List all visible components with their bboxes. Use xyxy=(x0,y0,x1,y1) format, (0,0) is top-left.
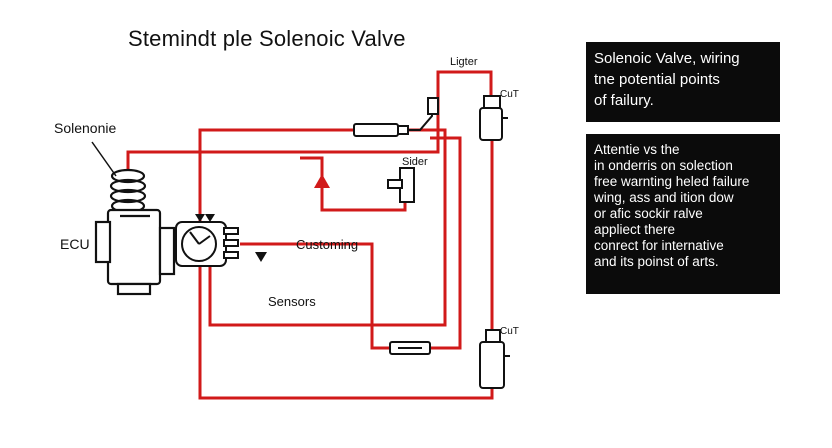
flow-arrow-icon xyxy=(314,174,330,188)
sensor-connector xyxy=(175,221,239,267)
wire-bottom-loop xyxy=(198,262,494,400)
label-sider: Sider xyxy=(402,156,428,168)
panel-top-line: of failury. xyxy=(594,92,654,109)
sider-switch xyxy=(387,167,415,203)
label-customing: Customing xyxy=(296,237,359,252)
solenoid-coil xyxy=(109,168,147,214)
pin-arrow-right-icon xyxy=(205,214,215,222)
pin-arrow-down-icon xyxy=(255,252,267,262)
panel-bottom-line: appliect there xyxy=(594,222,676,237)
ecu-valve-body xyxy=(94,208,176,296)
inline-fuse-top xyxy=(353,97,439,137)
connector-cut-bottom xyxy=(479,329,510,389)
label-cut-top: CuT xyxy=(500,89,519,100)
label-solenoid: Solenonie xyxy=(54,120,117,136)
label-ligter: Ligter xyxy=(450,56,478,68)
connector-cut-top xyxy=(479,95,508,141)
diagram-title: Stemindt ple Solenoic Valve xyxy=(128,26,406,51)
panel-bottom-line: in onderris on solection xyxy=(594,158,733,173)
solenoid-leader-line xyxy=(91,141,117,177)
label-sensors: Sensors xyxy=(268,294,316,309)
panel-top-line: Solenoic Valve, wiring xyxy=(594,50,740,67)
wire-inner-loop xyxy=(198,128,447,327)
wire-ecu-top xyxy=(126,70,493,170)
panel-bottom-line: or afic sockir ralve xyxy=(594,206,703,221)
panel-bottom-line: Attentie vs the xyxy=(594,142,680,157)
label-ecu: ECU xyxy=(60,236,90,252)
panel-bottom-line: free warnting heled failure xyxy=(594,174,750,189)
info-panel-bottom: Attentie vs the in onderris on solection… xyxy=(586,134,780,294)
panel-bottom-line: wing, ass and ition dow xyxy=(594,190,734,205)
panel-bottom-line: conrect for internative xyxy=(594,238,724,253)
inline-fuse-bottom xyxy=(389,341,431,355)
panel-bottom-line: and its poinst of arts. xyxy=(594,254,719,269)
pin-arrow-left-icon xyxy=(195,214,205,222)
wire-customing xyxy=(240,242,390,350)
info-panel-top: Solenoic Valve, wiring tne potential poi… xyxy=(586,42,780,122)
panel-top-line: tne potential points xyxy=(594,71,720,88)
label-cut-bottom: CuT xyxy=(500,326,519,337)
wire-lower-connector xyxy=(430,136,462,350)
